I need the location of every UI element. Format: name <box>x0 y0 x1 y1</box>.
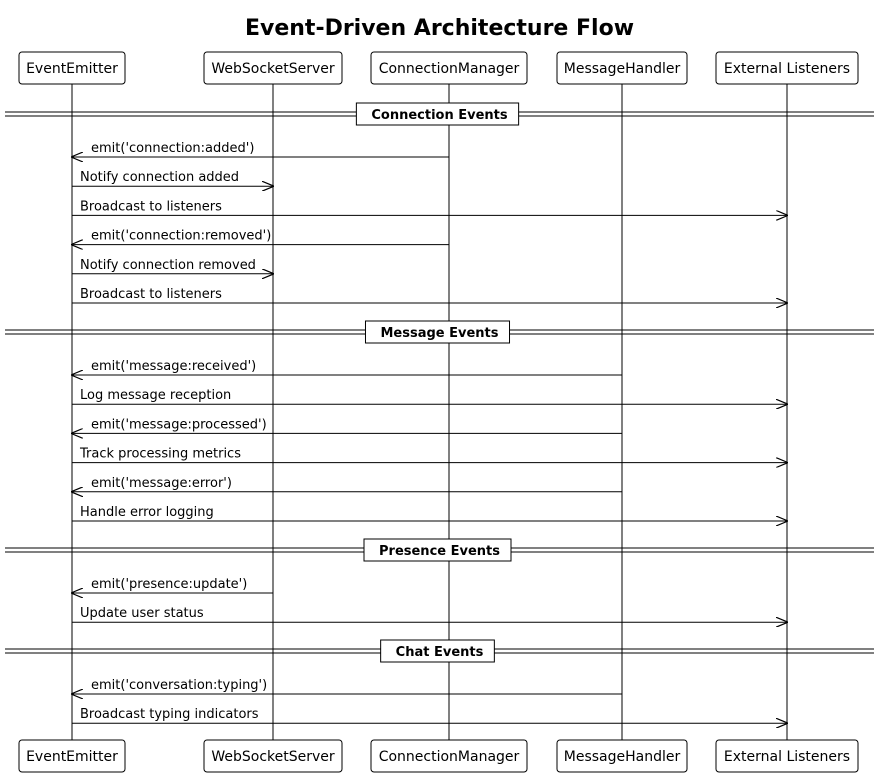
message-arrow: Notify connection added <box>72 170 273 186</box>
message-label: emit('message:processed') <box>91 417 267 432</box>
participant-emitter-top: EventEmitter <box>18 51 126 85</box>
message-arrow: Handle error logging <box>72 505 787 521</box>
participant-ws-top: WebSocketServer <box>203 51 343 85</box>
message-label: Broadcast to listeners <box>80 199 222 214</box>
section-label: Presence Events <box>379 544 500 559</box>
messages: emit('connection:added') Notify connectio… <box>72 141 787 723</box>
participant-label: External Listeners <box>724 749 850 765</box>
message-label: Log message reception <box>80 388 231 403</box>
message-arrow: emit('presence:update') <box>72 577 273 593</box>
message-label: emit('connection:removed') <box>91 229 271 244</box>
participant-label: MessageHandler <box>564 749 681 765</box>
participant-cm-bottom: ConnectionManager <box>370 739 528 773</box>
section-divider: Presence Events <box>5 538 874 562</box>
participant-label: EventEmitter <box>26 749 118 765</box>
participant-ext-top: External Listeners <box>715 51 859 85</box>
message-arrow: emit('message:error') <box>72 476 622 492</box>
message-label: Broadcast to listeners <box>80 287 222 302</box>
message-arrow: Log message reception <box>72 388 787 404</box>
message-label: emit('presence:update') <box>91 577 247 592</box>
participant-label: ConnectionManager <box>379 61 520 77</box>
message-arrow: emit('conversation:typing') <box>72 678 622 694</box>
message-arrow: emit('message:received') <box>72 359 622 375</box>
message-arrow: Broadcast typing indicators <box>72 707 787 723</box>
participant-cm-top: ConnectionManager <box>370 51 528 85</box>
message-arrow: emit('message:processed') <box>72 417 622 433</box>
message-arrow: Notify connection removed <box>72 258 273 274</box>
section-divider: Message Events <box>5 320 874 344</box>
participant-label: WebSocketServer <box>211 61 335 77</box>
participant-mh-top: MessageHandler <box>556 51 688 85</box>
message-label: Broadcast typing indicators <box>80 707 259 722</box>
message-label: Notify connection removed <box>80 258 256 273</box>
message-label: Track processing metrics <box>79 447 241 462</box>
participant-boxes: EventEmitterEventEmitterWebSocketServerW… <box>18 51 859 773</box>
message-arrow: Update user status <box>72 606 787 622</box>
message-label: Handle error logging <box>80 505 214 520</box>
section-label: Chat Events <box>396 645 484 660</box>
section-divider: Chat Events <box>5 639 874 663</box>
message-label: emit('connection:added') <box>91 141 254 156</box>
participant-label: External Listeners <box>724 61 850 77</box>
message-label: Update user status <box>80 606 204 621</box>
participant-emitter-bottom: EventEmitter <box>18 739 126 773</box>
message-arrow: Broadcast to listeners <box>72 287 787 303</box>
section-label: Connection Events <box>371 108 508 123</box>
participant-label: MessageHandler <box>564 61 681 77</box>
message-arrow: emit('connection:added') <box>72 141 449 157</box>
participant-ws-bottom: WebSocketServer <box>203 739 343 773</box>
participant-label: WebSocketServer <box>211 749 335 765</box>
section-label: Message Events <box>380 326 498 341</box>
participant-mh-bottom: MessageHandler <box>556 739 688 773</box>
message-arrow: emit('connection:removed') <box>72 229 449 245</box>
message-label: emit('message:received') <box>91 359 256 374</box>
section-divider: Connection Events <box>5 102 874 126</box>
message-label: emit('message:error') <box>91 476 232 491</box>
message-arrow: Track processing metrics <box>72 447 787 463</box>
participant-label: ConnectionManager <box>379 749 520 765</box>
diagram-title: Event-Driven Architecture Flow <box>245 16 634 41</box>
lifelines <box>71 84 788 740</box>
participant-label: EventEmitter <box>26 61 118 77</box>
message-label: Notify connection added <box>80 170 239 185</box>
message-arrow: Broadcast to listeners <box>72 199 787 215</box>
participant-ext-bottom: External Listeners <box>715 739 859 773</box>
message-label: emit('conversation:typing') <box>91 678 267 693</box>
